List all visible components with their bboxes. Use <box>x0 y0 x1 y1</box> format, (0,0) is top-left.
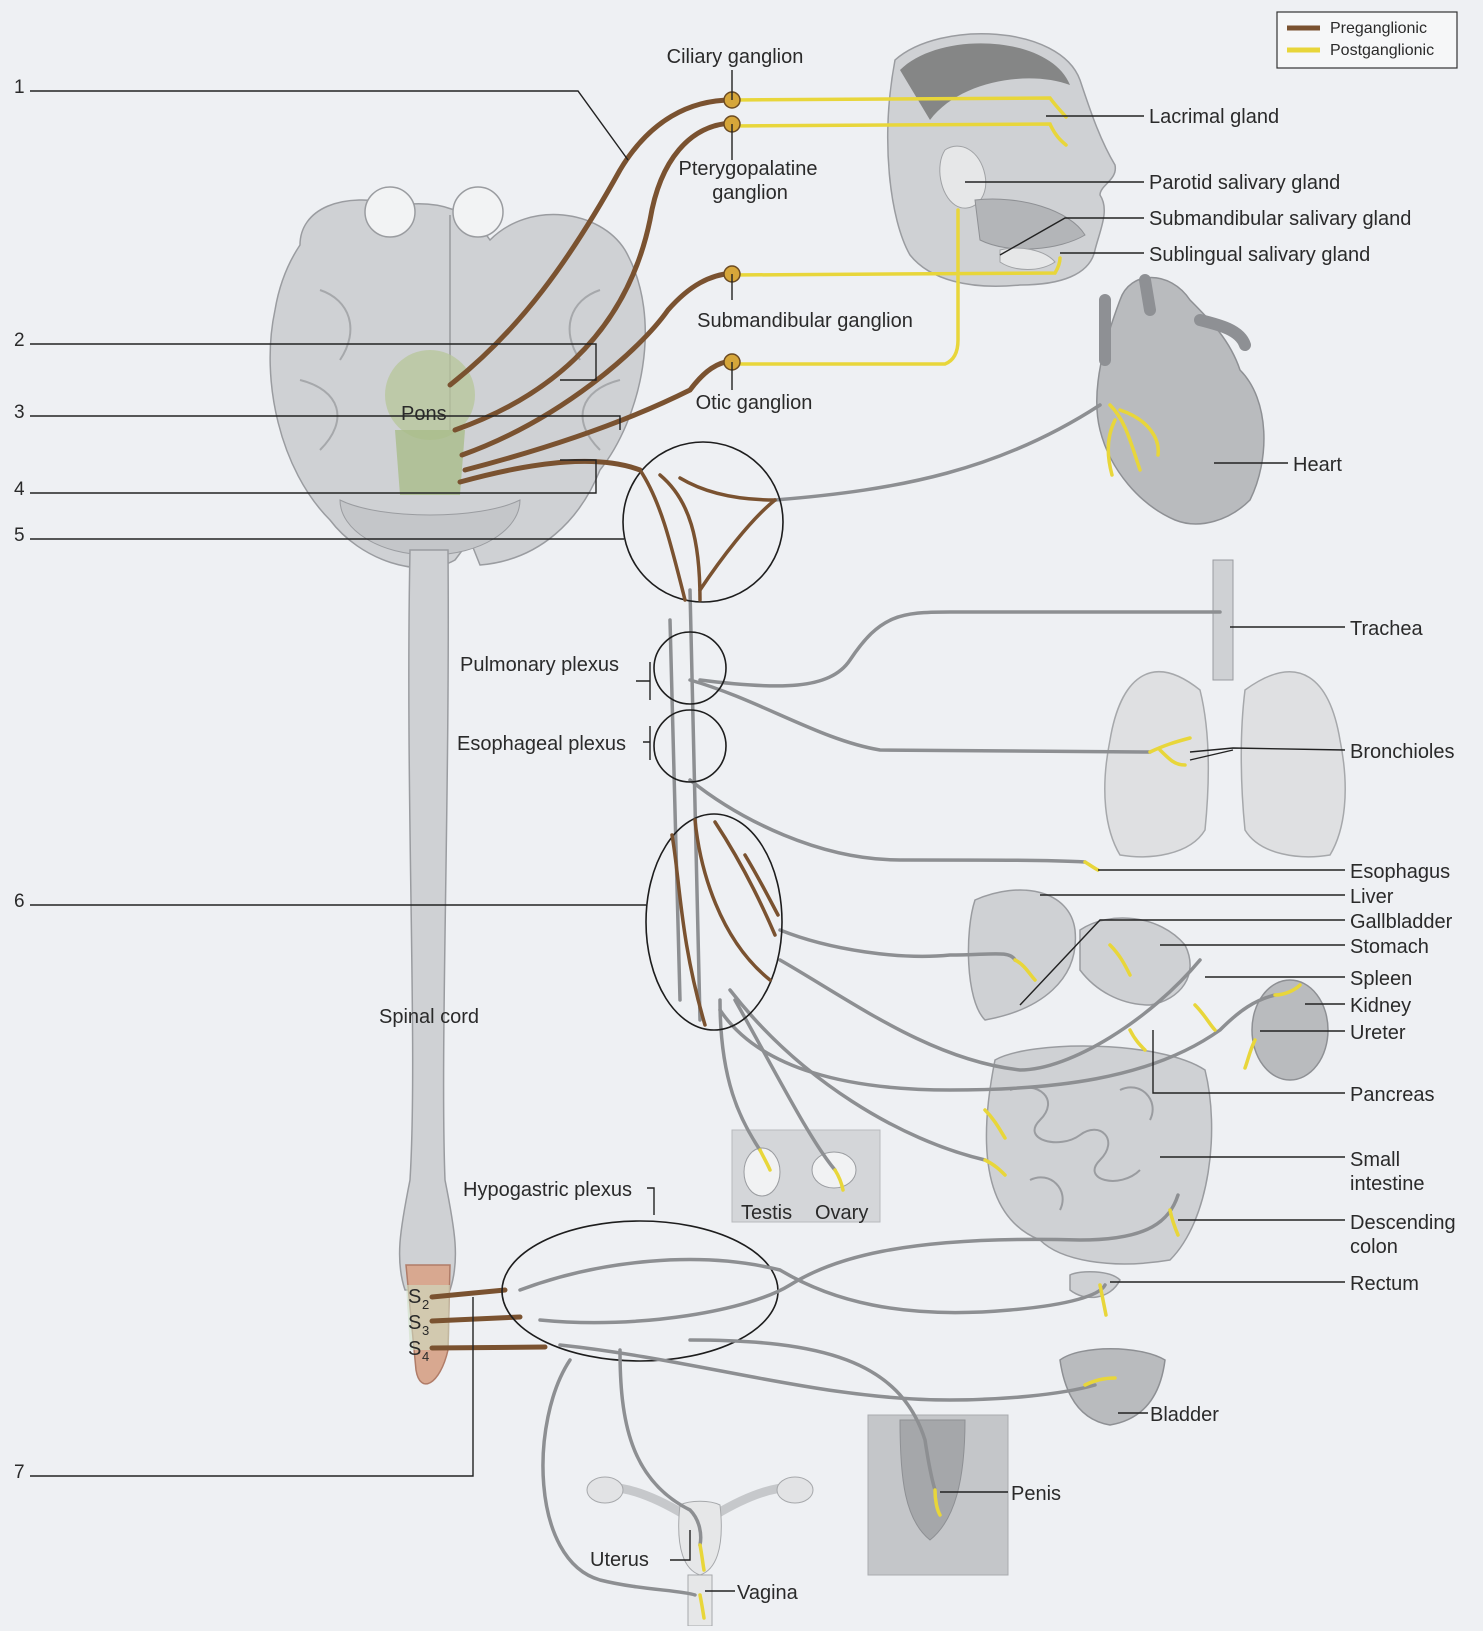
label-gallbladder: Gallbladder <box>1350 911 1453 933</box>
label-pancreas: Pancreas <box>1350 1084 1435 1106</box>
label-lacrimal-gland: Lacrimal gland <box>1149 106 1279 128</box>
label-penis: Penis <box>1011 1483 1061 1505</box>
legend-preganglionic: Preganglionic <box>1330 20 1427 37</box>
right-eyeball <box>453 187 503 237</box>
esophageal-plexus-ring <box>654 710 726 782</box>
label-stomach: Stomach <box>1350 936 1429 958</box>
callout-1: 1 <box>14 77 25 98</box>
label-spleen: Spleen <box>1350 968 1412 990</box>
label-s3-sub: 3 <box>422 1323 429 1338</box>
lungs-illustration <box>1105 560 1345 857</box>
cardiac-plexus-fibers <box>640 470 775 600</box>
label-testis: Testis <box>741 1202 792 1224</box>
label-kidney: Kidney <box>1350 995 1411 1017</box>
callout-2: 2 <box>14 330 25 351</box>
label-s2-sub: 2 <box>422 1297 429 1312</box>
label-liver: Liver <box>1350 886 1394 908</box>
label-descending-colon-2: colon <box>1350 1236 1398 1258</box>
penis-illustration <box>868 1415 1008 1575</box>
label-trachea: Trachea <box>1350 618 1424 640</box>
label-small-intestine-2: intestine <box>1350 1173 1425 1195</box>
callout-4: 4 <box>14 479 25 500</box>
legend-postganglionic: Postganglionic <box>1330 42 1434 59</box>
callout-3: 3 <box>14 402 25 423</box>
callout-5: 5 <box>14 525 25 546</box>
label-vagina: Vagina <box>737 1582 799 1604</box>
label-small-intestine-1: Small <box>1350 1149 1400 1171</box>
label-bronchioles: Bronchioles <box>1350 741 1455 763</box>
vagus-plexus-ring <box>623 442 783 602</box>
label-s4-sub: 4 <box>422 1349 429 1364</box>
label-pons: Pons <box>401 403 447 425</box>
abdominal-plexus-fibers <box>672 820 778 1025</box>
label-hypogastric-plexus: Hypogastric plexus <box>463 1179 632 1201</box>
label-uterus: Uterus <box>590 1549 649 1571</box>
label-pterygopalatine-1: Pterygopalatine <box>679 158 818 180</box>
spinal-cord-illustration <box>400 550 456 1384</box>
callout-7: 7 <box>14 1462 25 1483</box>
label-pterygopalatine-2: ganglion <box>712 182 788 204</box>
label-ovary: Ovary <box>815 1202 868 1224</box>
callout-6: 6 <box>14 891 25 912</box>
label-rectum: Rectum <box>1350 1273 1419 1295</box>
label-spinal-cord: Spinal cord <box>379 1006 479 1028</box>
label-heart: Heart <box>1293 454 1342 476</box>
label-pulmonary-plexus: Pulmonary plexus <box>460 654 619 676</box>
label-parotid-gland: Parotid salivary gland <box>1149 172 1340 194</box>
abdominal-plexus-ring <box>646 814 782 1030</box>
label-s4-letter: S <box>408 1338 421 1360</box>
label-descending-colon-1: Descending <box>1350 1212 1456 1234</box>
label-sublingual-gland: Sublingual salivary gland <box>1149 244 1370 266</box>
heart-illustration <box>1097 278 1264 524</box>
label-s3-letter: S <box>408 1312 421 1334</box>
label-otic-ganglion: Otic ganglion <box>696 392 813 414</box>
label-s2-letter: S <box>408 1286 421 1308</box>
label-bladder: Bladder <box>1150 1404 1219 1426</box>
label-ureter: Ureter <box>1350 1022 1406 1044</box>
legend: Preganglionic Postganglionic <box>1277 12 1457 68</box>
left-eyeball <box>365 187 415 237</box>
head-illustration <box>888 34 1116 286</box>
label-esophagus: Esophagus <box>1350 861 1450 883</box>
label-submandibular-ganglion: Submandibular ganglion <box>697 310 913 332</box>
label-ciliary-ganglion: Ciliary ganglion <box>667 46 804 68</box>
label-esophageal-plexus: Esophageal plexus <box>457 733 626 755</box>
label-submandibular-gland: Submandibular salivary gland <box>1149 208 1411 230</box>
